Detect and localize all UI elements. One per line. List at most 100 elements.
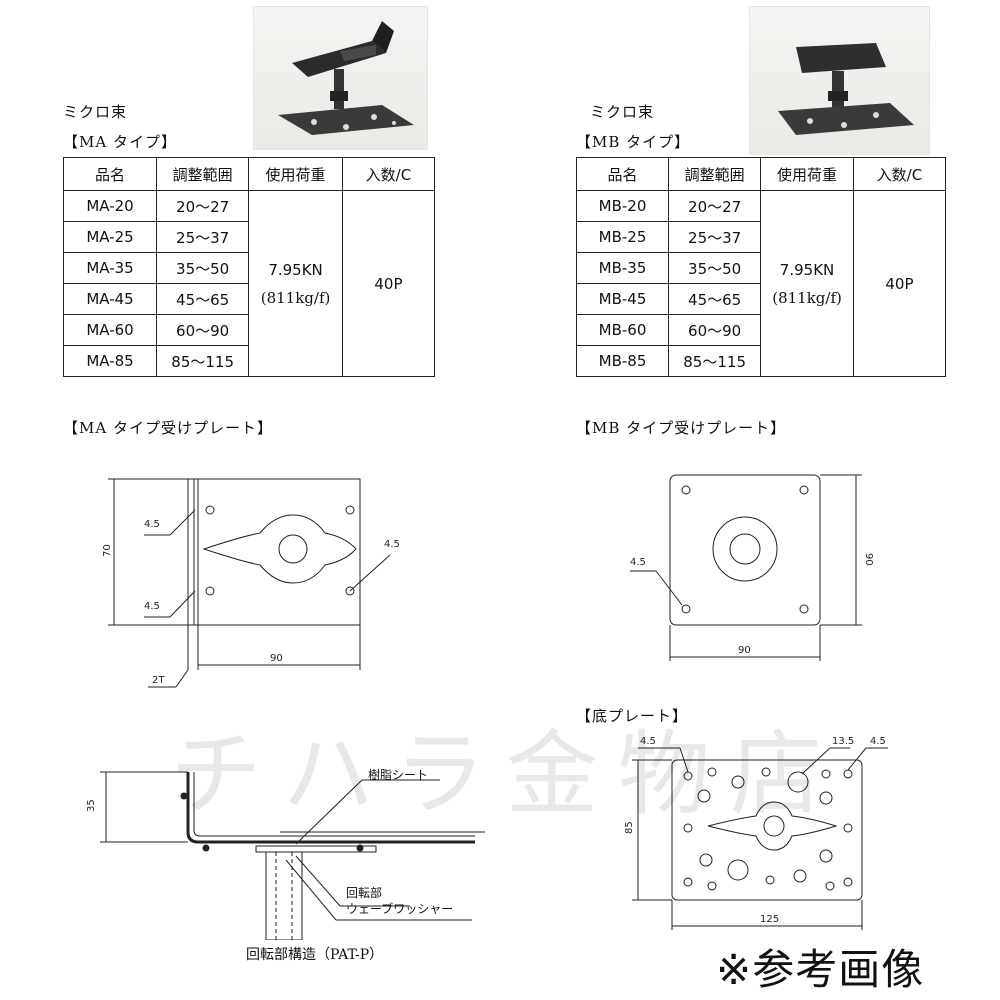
ma-spec-table: 品名 調整範囲 使用荷重 入数/C MA-20 20〜27 7.95KN (81… <box>62 157 436 377</box>
ma-dim-hole-top: 4.5 <box>144 519 160 530</box>
watermark: チハラ金物店 <box>170 721 843 828</box>
base-plate-drawing: 85 125 4.5 13.5 4.5 <box>624 736 888 930</box>
base-plate-outline <box>671 759 863 901</box>
ma-plate-label: 【MA タイプ受けプレート】 <box>63 419 273 437</box>
cell-range: 35〜50 <box>156 252 250 284</box>
ma-type-label: 【MA タイプ】 <box>63 133 177 151</box>
load-kg: (811kg/f) <box>260 288 331 307</box>
ma-dim-hole-bottom: 4.5 <box>144 601 160 612</box>
col-header-load: 使用荷重 <box>760 157 854 191</box>
bracket-profile <box>186 772 475 844</box>
cell-range: 20〜27 <box>668 190 762 222</box>
cell-name: MA-20 <box>62 190 158 222</box>
reference-note: ※参考画像 <box>716 945 925 994</box>
cell-range: 25〜37 <box>668 221 762 253</box>
table-row: MB-20 20〜27 7.95KN (811kg/f) 40P <box>575 190 947 377</box>
cell-name: MA-85 <box>62 345 158 377</box>
table-header-row: 品名 調整範囲 使用荷重 入数/C <box>62 157 436 191</box>
cell-range: 60〜90 <box>156 314 250 346</box>
ma-plate-drawing: 70 4.5 4.5 4.5 90 2T <box>102 478 400 688</box>
base-dim-hole-center: 13.5 <box>832 736 854 747</box>
mb-spec-table: 品名 調整範囲 使用荷重 入数/C MB-20 20〜27 7.95KN (81… <box>575 157 947 377</box>
col-header-range: 調整範囲 <box>668 157 762 191</box>
mb-type-label: 【MB タイプ】 <box>576 133 691 151</box>
cell-name: MA-25 <box>62 221 158 253</box>
cell-load: 7.95KN (811kg/f) <box>760 190 854 377</box>
structure-drawing: 35 <box>86 771 485 940</box>
cell-name: MB-20 <box>575 190 670 222</box>
cell-range: 20〜27 <box>156 190 250 222</box>
mb-plate-label: 【MB タイプ受けプレート】 <box>576 419 787 437</box>
base-dim-height: 85 <box>624 821 635 834</box>
cell-name: MA-35 <box>62 252 158 284</box>
mb-plate-center-hole <box>729 533 761 565</box>
col-header-qty: 入数/C <box>341 157 436 191</box>
cell-range: 85〜115 <box>156 345 250 377</box>
base-plate-center-hole <box>763 815 785 837</box>
cell-name: MA-45 <box>62 283 158 315</box>
col-header-load: 使用荷重 <box>248 157 343 191</box>
ma-bracket-image <box>278 21 414 135</box>
cell-name: MB-45 <box>575 283 670 315</box>
table-header-row: 品名 調整範囲 使用荷重 入数/C <box>575 157 947 191</box>
cell-qty: 40P <box>852 190 947 377</box>
structure-dim-height: 35 <box>86 799 97 812</box>
cell-range: 45〜65 <box>668 283 762 315</box>
mb-product-photo <box>749 6 930 155</box>
ma-plate-outline <box>187 478 361 626</box>
mb-series-label: ミクロ束 <box>590 103 655 121</box>
wave-washer-label: ウェーブワッシャー <box>346 902 454 916</box>
cell-qty: 40P <box>341 190 436 377</box>
ma-dim-hole-right: 4.5 <box>384 539 400 550</box>
ma-dim-width: 90 <box>270 653 283 664</box>
cell-name: MB-60 <box>575 314 670 346</box>
structure-caption: 回転部構造（PAT-P） <box>246 947 384 963</box>
load-kg: (811kg/f) <box>772 288 842 307</box>
base-dim-width: 125 <box>760 914 779 925</box>
base-plate-label: 【底プレート】 <box>576 707 689 725</box>
ma-product-photo <box>253 6 428 150</box>
ma-dim-height: 70 <box>102 544 113 557</box>
ma-dim-thickness: 2T <box>152 675 165 686</box>
col-header-range: 調整範囲 <box>156 157 250 191</box>
ma-plate-slot <box>202 514 357 584</box>
cell-range: 60〜90 <box>668 314 762 346</box>
cell-name: MB-25 <box>575 221 670 253</box>
col-header-qty: 入数/C <box>852 157 947 191</box>
shaft <box>265 851 303 940</box>
base-dim-hole-right: 4.5 <box>870 736 886 747</box>
base-plate-slot <box>707 801 838 851</box>
cell-name: MA-60 <box>62 314 158 346</box>
rotation-part-label: 回転部 <box>346 886 383 900</box>
load-kn: 7.95KN <box>268 260 323 279</box>
mb-plate-outline <box>669 474 821 626</box>
cell-range: 85〜115 <box>668 345 762 377</box>
col-header-name: 品名 <box>62 157 158 191</box>
mb-dim-width: 90 <box>738 645 751 656</box>
col-header-name: 品名 <box>575 157 670 191</box>
ma-plate-center-hole <box>278 534 308 564</box>
mb-bracket-image <box>778 43 914 135</box>
mb-plate-drawing: 90 90 4.5 <box>630 474 874 661</box>
load-kn: 7.95KN <box>779 260 835 279</box>
cell-range: 35〜50 <box>668 252 762 284</box>
cell-range: 25〜37 <box>156 221 250 253</box>
table-row: MA-20 20〜27 7.95KN (811kg/f) 40P <box>62 190 436 377</box>
cell-range: 45〜65 <box>156 283 250 315</box>
rotation-plate <box>255 845 377 853</box>
base-dim-hole-left: 4.5 <box>640 736 656 747</box>
cell-name: MB-85 <box>575 345 670 377</box>
mb-dim-height: 90 <box>863 553 874 566</box>
resin-sheet-label: 樹脂シート <box>368 768 429 782</box>
cell-name: MB-35 <box>575 252 670 284</box>
cell-load: 7.95KN (811kg/f) <box>248 190 343 377</box>
